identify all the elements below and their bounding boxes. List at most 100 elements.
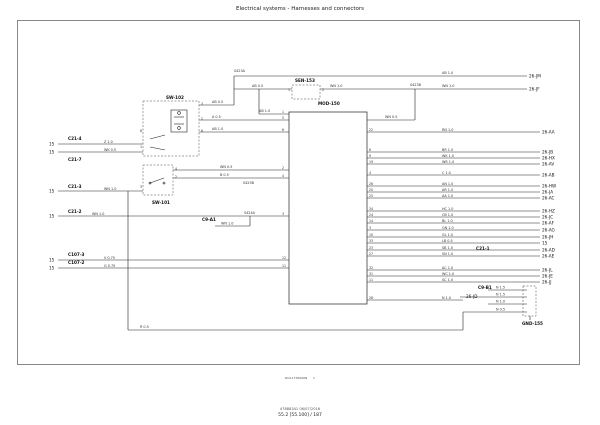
c9-b1-label: C9-B1 <box>478 285 492 290</box>
dest-label: 26-JJ <box>542 280 552 285</box>
sw-102-label: SW-102 <box>166 95 184 100</box>
dest-label: 26-AV <box>542 162 554 167</box>
pin-number: 6 <box>282 128 284 132</box>
wire-label: CB 1.0 <box>442 213 453 217</box>
dest-label: 26-JB <box>542 150 553 155</box>
pin-number: 24 <box>369 213 373 217</box>
input-num: 15 <box>49 142 55 147</box>
dest-label: 26-JA <box>542 190 553 195</box>
svg-text:4: 4 <box>175 167 177 171</box>
wire-label: WK 1.0 <box>442 154 454 158</box>
dest-label: 26-HZ <box>542 209 555 214</box>
diagram-frame <box>17 20 580 365</box>
page-number: 55.2 [55.100] / 187 <box>278 413 322 418</box>
pin-number: 27 <box>369 252 373 256</box>
pin-number: 11 <box>282 264 286 268</box>
wire-label: WN 1.0 <box>104 187 116 191</box>
wire-label: WR 1.0 <box>442 160 454 164</box>
pin-number: 20 <box>369 188 373 192</box>
wire-label: AB 0.5 <box>252 84 263 88</box>
sw-101-label: SW-101 <box>152 200 170 205</box>
wire-label: WK 0.5 <box>104 148 116 152</box>
c21-1-label: C21-1 <box>476 246 490 251</box>
pin-number: 11 <box>369 278 373 282</box>
c21-7-label: C21-7 <box>68 157 82 162</box>
diagram-ref-code: RCIL17TR066N <box>285 376 308 380</box>
wire-label: WN 0.5 <box>385 115 397 119</box>
dest-label: 26-JC <box>542 215 553 220</box>
svg-text:2: 2 <box>322 88 324 92</box>
wire-label: AN 1.0 <box>442 182 453 186</box>
pin-number: 22 <box>369 128 373 132</box>
wire-label: WN 1.0 <box>221 222 233 226</box>
sw-101: SW-101 3 4 2 <box>140 164 177 205</box>
wire-label: HC 1.0 <box>442 207 453 211</box>
dest-label: 26-JF <box>529 87 540 92</box>
svg-text:8: 8 <box>140 129 142 133</box>
splice-label: S423A <box>234 69 246 73</box>
pin-number: 1 <box>282 110 284 114</box>
wire-label: GL 1.0 <box>442 233 453 237</box>
svg-text:3: 3 <box>140 185 142 189</box>
wire-label: G 0.75 <box>104 264 115 268</box>
top-wire-label: WN 1.0 <box>330 84 342 88</box>
svg-text:1: 1 <box>288 88 290 92</box>
splice-label: S425B <box>243 181 255 185</box>
pin-number: 3 <box>282 212 284 216</box>
wire-label: WN 1.0 <box>92 212 104 216</box>
dest-label: 26-AB <box>542 173 555 178</box>
pin-number: 9 <box>369 154 371 158</box>
splice-label: S424A <box>244 211 256 215</box>
c107-2-label: C107-2 <box>68 260 85 265</box>
gnd-wire-label: N 1.5 <box>496 286 505 290</box>
dest-label: 26-JH <box>542 235 553 240</box>
gnd-wire-label: N 0.5 <box>496 308 505 312</box>
wire-label: AC 1.0 <box>442 266 453 270</box>
wire-label: N 1.0 <box>442 296 451 300</box>
dest-label: 15 <box>542 241 548 246</box>
wire-label: SC 1.0 <box>442 278 453 282</box>
diagram-reference: RCIL17TR066N 1 <box>0 376 600 380</box>
pin-number: 12 <box>282 256 286 260</box>
wire-label: B 0.5 <box>220 173 229 177</box>
c107-3-label: C107-3 <box>68 252 85 257</box>
c21-4-label: C21-4 <box>68 136 82 141</box>
pin-number: 14 <box>369 219 373 223</box>
wire-label: AB 1.0 <box>259 109 270 113</box>
dest-label: 26-AE <box>542 254 555 259</box>
sen-153-label: SEN-153 <box>295 78 315 83</box>
svg-text:2: 2 <box>201 117 203 121</box>
input-num: 15 <box>49 150 55 155</box>
dest-label: 26-AG <box>542 228 555 233</box>
gnd-wire-label: N 1.5 <box>496 293 505 297</box>
sw-102: SW-102 8 1 3 2 6 <box>140 95 203 157</box>
input-num: 15 <box>49 266 55 271</box>
wire-label: V 0.75 <box>104 256 115 260</box>
mod-150-label: MOD-150 <box>318 101 340 106</box>
pin-number: 5 <box>282 116 284 120</box>
dest-label: 26-JE <box>542 274 553 279</box>
top-wire-label: WN 1.0 <box>442 84 454 88</box>
pin-number: 34 <box>369 207 373 211</box>
wire-label: AB 1.0 <box>212 127 223 131</box>
svg-text:6: 6 <box>201 129 203 133</box>
wire-label: AR 1.0 <box>442 188 453 192</box>
dest-label: 26-AD <box>542 248 555 253</box>
wire-label: BL 1.0 <box>442 219 453 223</box>
mod-150: MOD-150 <box>288 101 368 305</box>
wire-label: AA 1.0 <box>442 194 453 198</box>
page-footer: 47888341 06/07/2016 55.2 [55.100] / 187 <box>0 407 600 419</box>
pin-number: 25 <box>369 194 373 198</box>
input-num: 15 <box>49 258 55 263</box>
dest-label: 26-AA <box>542 130 555 135</box>
dest-label: 26-JM <box>529 74 541 79</box>
wire-label: Z 1.0 <box>104 140 113 144</box>
wire-label: A 0.5 <box>212 115 221 119</box>
svg-text:3: 3 <box>201 102 203 106</box>
top-wire-label: AB 1.0 <box>442 71 453 75</box>
pin-number: 4 <box>369 171 371 175</box>
internal-wires: S423A AB 0.5 AB 0.5 A 0.5 AB 1.0 AB 1.0 … <box>127 69 541 331</box>
ground-block: C9-B1 26-JD N 1.5 N 1.5 N 1.0 N 0.5 GND-… <box>460 285 543 326</box>
c9-a1-label: C9-A1 <box>202 217 216 222</box>
